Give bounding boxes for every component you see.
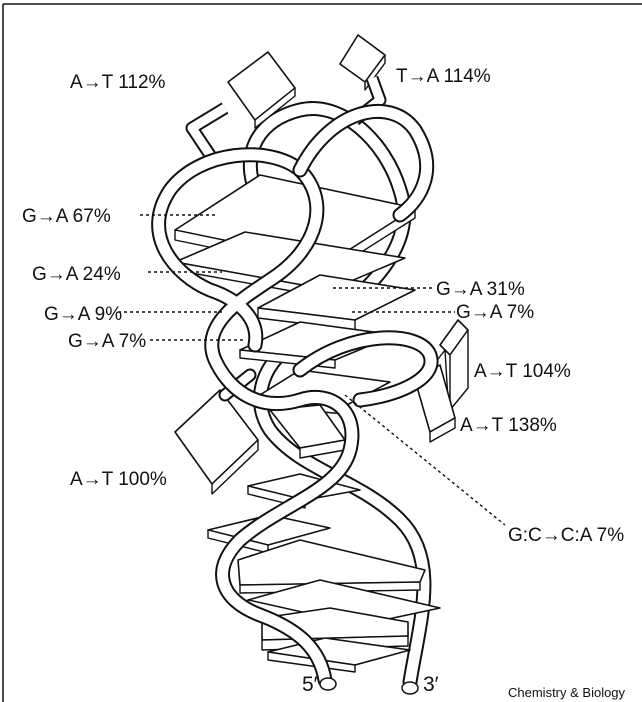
label-t-a-114: T→A 114% [396,66,491,87]
flipped-base-a-t-112 [192,52,295,158]
label-g-a-31: G→A 31% [436,279,525,300]
label-gc-ca-7: G:C→C:A 7% [508,525,624,546]
strand-end-3prime: 3′ [423,673,439,696]
label-g-a-7-right: G→A 7% [456,302,534,323]
label-a-t-100: A→T 100% [70,469,167,490]
label-g-a-24: G→A 24% [32,264,121,285]
label-g-a-67: G→A 67% [22,206,111,227]
label-g-a-9: G→A 9% [44,304,122,325]
journal-credit: Chemistry & Biology [508,685,626,700]
label-a-t-104: A→T 104% [474,361,571,382]
label-g-a-7-left: G→A 7% [68,331,146,352]
strand-end-5prime: 5′ [302,673,318,696]
label-a-t-112: A→T 112% [70,72,166,93]
label-a-t-138: A→T 138% [460,415,557,436]
strand-end-cap-3prime [402,682,418,694]
strand-end-cap-5prime [320,678,336,690]
